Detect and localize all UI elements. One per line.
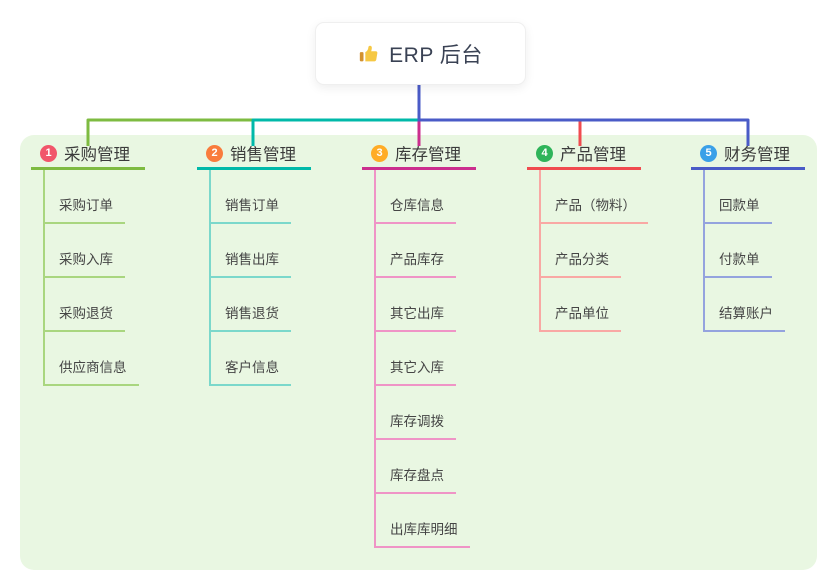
branch-title[interactable]: 3 库存管理 (362, 144, 476, 170)
branch-1: 1 采购管理采购订单采购入库采购退货供应商信息 (31, 144, 145, 386)
leaf-node[interactable]: 采购入库 (45, 224, 125, 278)
leaf-node[interactable]: 其它入库 (376, 332, 456, 386)
leaf-node[interactable]: 仓库信息 (376, 170, 456, 224)
leaf-node[interactable]: 其它出库 (376, 278, 456, 332)
branch-number-badge: 3 (371, 144, 388, 162)
branch-4: 4 产品管理产品（物料）产品分类产品单位 (527, 144, 648, 332)
leaf-node[interactable]: 客户信息 (211, 332, 291, 386)
leaf-node[interactable]: 销售出库 (211, 224, 291, 278)
leaf-node[interactable]: 销售退货 (211, 278, 291, 332)
leaf-node[interactable]: 出库库明细 (376, 494, 470, 548)
root-label: ERP 后台 (389, 43, 483, 67)
branch-2: 2 销售管理销售订单销售出库销售退货客户信息 (197, 144, 311, 386)
branch-title-label: 销售管理 (230, 146, 296, 164)
branch-title-label: 财务管理 (724, 146, 790, 164)
branch-items: 销售订单销售出库销售退货客户信息 (209, 170, 311, 386)
thumbs-up-icon (358, 43, 380, 65)
branch-items: 回款单付款单结算账户 (703, 170, 805, 332)
leaf-node[interactable]: 产品（物料） (541, 170, 648, 224)
branches-panel (20, 135, 817, 570)
leaf-node[interactable]: 库存调拨 (376, 386, 456, 440)
branch-title-label: 采购管理 (64, 146, 130, 164)
leaf-node[interactable]: 产品单位 (541, 278, 621, 332)
branch-number-badge: 1 (40, 144, 57, 162)
branch-items: 产品（物料）产品分类产品单位 (539, 170, 648, 332)
branch-number-badge: 4 (536, 144, 553, 162)
leaf-node[interactable]: 结算账户 (705, 278, 785, 332)
branch-items: 仓库信息产品库存其它出库其它入库库存调拨库存盘点出库库明细 (374, 170, 476, 548)
leaf-node[interactable]: 销售订单 (211, 170, 291, 224)
leaf-node[interactable]: 采购退货 (45, 278, 125, 332)
leaf-node[interactable]: 供应商信息 (45, 332, 139, 386)
branch-5: 5 财务管理回款单付款单结算账户 (691, 144, 805, 332)
leaf-node[interactable]: 回款单 (705, 170, 772, 224)
branch-title[interactable]: 5 财务管理 (691, 144, 805, 170)
leaf-node[interactable]: 付款单 (705, 224, 772, 278)
root-node[interactable]: ERP 后台 (315, 22, 526, 85)
leaf-node[interactable]: 库存盘点 (376, 440, 456, 494)
branch-number-badge: 5 (700, 144, 717, 162)
branch-title-label: 产品管理 (560, 146, 626, 164)
leaf-node[interactable]: 产品库存 (376, 224, 456, 278)
branch-title[interactable]: 4 产品管理 (527, 144, 641, 170)
branch-items: 采购订单采购入库采购退货供应商信息 (43, 170, 145, 386)
branch-title[interactable]: 2 销售管理 (197, 144, 311, 170)
branch-3: 3 库存管理仓库信息产品库存其它出库其它入库库存调拨库存盘点出库库明细 (362, 144, 476, 548)
branch-title[interactable]: 1 采购管理 (31, 144, 145, 170)
leaf-node[interactable]: 产品分类 (541, 224, 621, 278)
branch-number-badge: 2 (206, 144, 223, 162)
branch-title-label: 库存管理 (395, 146, 461, 164)
leaf-node[interactable]: 采购订单 (45, 170, 125, 224)
